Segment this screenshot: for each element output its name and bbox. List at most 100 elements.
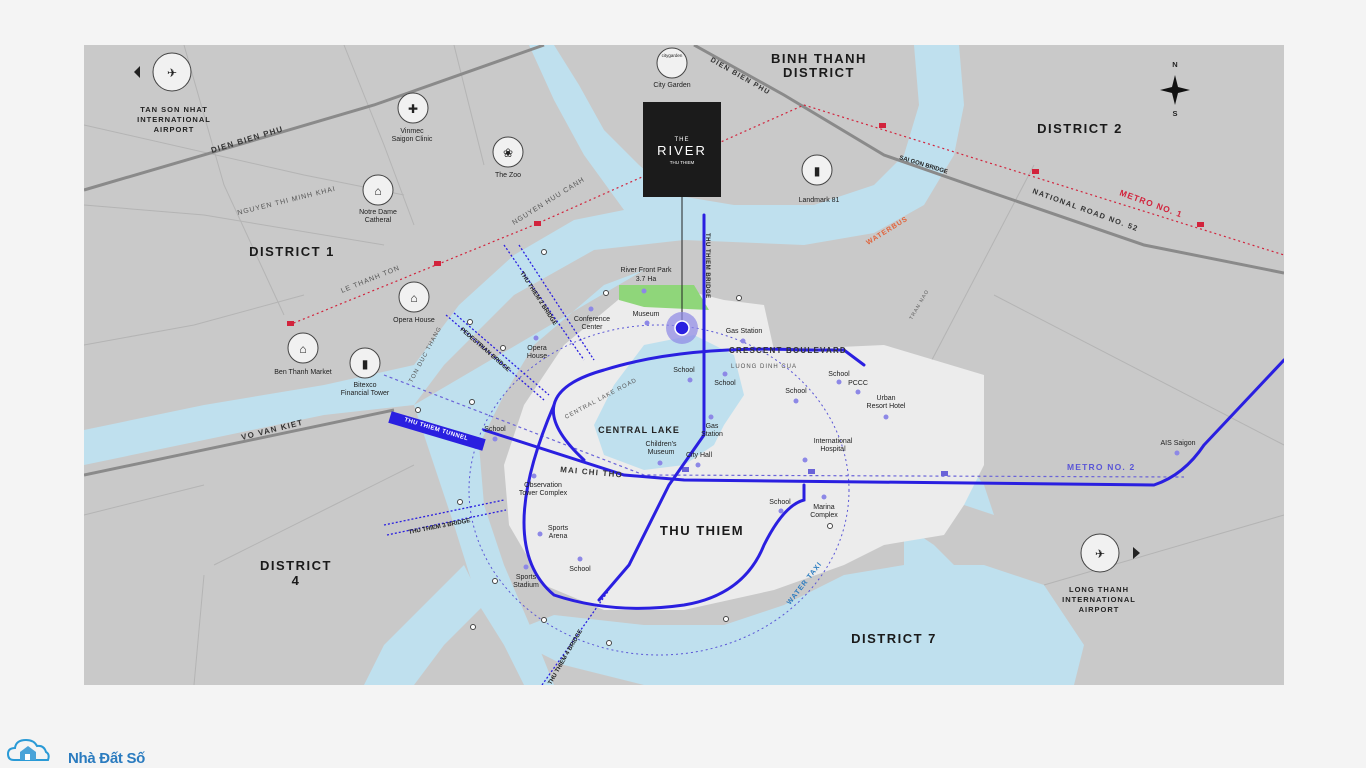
ring-route — [468, 324, 850, 656]
svg-text:⌂: ⌂ — [374, 184, 381, 198]
city-garden-icon — [656, 47, 688, 79]
compass-icon — [1160, 75, 1190, 105]
school-1-label: School — [673, 367, 695, 374]
map-canvas: THE RIVER THU THIEM ✈✚❀ ⌂⌂⌂ ▮▮✈ citygard… — [84, 45, 1284, 685]
museum-label: Museum — [633, 311, 660, 318]
school-3-label: School — [785, 388, 807, 395]
location-map: THE RIVER THU THIEM ✈✚❀ ⌂⌂⌂ ▮▮✈ citygard… — [84, 45, 1284, 685]
nguyen-huu-canh-label: NGUYEN HUU CANH — [511, 176, 586, 226]
metro-1-line — [288, 104, 1284, 326]
metro-2-stations — [682, 467, 948, 476]
gas-station-2-label-1: Gas — [706, 423, 719, 430]
market-icon — [287, 332, 319, 364]
city-hall-label: City Hall — [686, 452, 713, 459]
vinmec-label-2: Saigon Clinic — [392, 136, 433, 143]
intl-hospital-label-2: Hospital — [820, 446, 846, 453]
school-west-label: School — [484, 426, 506, 433]
metro-1-label: METRO NO. 1 — [1118, 187, 1184, 219]
compass: N S — [1160, 60, 1190, 118]
urban-hotel-label-1: Urban — [876, 395, 895, 402]
poi-dots — [492, 288, 1180, 570]
svg-text:✈: ✈ — [1095, 547, 1105, 561]
saigon-river — [84, 45, 1084, 685]
le-thanh-ton-label: LE THANH TON — [340, 265, 401, 295]
river-park-label-2: 3.7 Ha — [636, 276, 657, 283]
project-logo-box — [643, 102, 721, 197]
airplane-icon — [1080, 533, 1120, 573]
opera-icon — [398, 281, 430, 313]
sports-arena-label-1: Sports — [548, 525, 569, 532]
opera-house-d1-label: Opera House — [393, 317, 435, 324]
central-lake-label: CENTRAL LAKE — [598, 425, 680, 435]
brand-logo — [6, 738, 50, 761]
luong-dinh-cua-label: LUONG DINH CUA — [731, 364, 797, 370]
thu-thiem-tunnel — [388, 411, 486, 451]
thu-thiem-peninsula — [504, 290, 984, 610]
hospital-icon — [397, 92, 429, 124]
metro-1-stations — [287, 123, 1204, 326]
marina-label-1: Marina — [813, 504, 835, 511]
sports-stadium-label-2: Stadium — [513, 582, 539, 589]
urban-hotel-label-2: Resort Hotel — [867, 403, 906, 410]
binh-thanh-label-2: DISTRICT — [783, 65, 855, 80]
icon-glyphs: ✈✚❀ ⌂⌂⌂ ▮▮✈ — [167, 66, 1105, 561]
landmark81-label: Landmark 81 — [799, 197, 840, 204]
arrow-right-icon — [1133, 547, 1140, 559]
metro-2-label: METRO NO. 2 — [1067, 462, 1135, 472]
thu-thiem-bridge-label: THU THIEM BRIDGE — [704, 233, 710, 299]
compass-south: S — [1172, 109, 1177, 118]
school-se-label: School — [769, 499, 791, 506]
river-front-park — [619, 285, 709, 310]
svg-text:✈: ✈ — [167, 66, 177, 80]
junction-nodes — [415, 249, 833, 646]
project-line3: THU THIEM — [670, 160, 695, 165]
notre-dame-label-2: Catheral — [365, 217, 392, 224]
lt-line1: LONG THANH — [1069, 585, 1129, 594]
house-icon — [20, 746, 36, 760]
district-labels: BINH THANH DISTRICT DISTRICT 2 DISTRICT … — [249, 51, 1123, 646]
cathedral-icon — [362, 174, 394, 206]
school-2-label: School — [714, 380, 736, 387]
project-line1: THE — [675, 137, 690, 143]
svg-text:⌂: ⌂ — [299, 342, 306, 356]
childrens-museum-label-1: Children's — [646, 441, 677, 448]
city-garden-label: City Garden — [653, 82, 690, 89]
gas-station-1-label: Gas Station — [726, 328, 763, 335]
zoo-label: The Zoo — [495, 172, 521, 179]
school-4-label: School — [828, 371, 850, 378]
svg-text:❀: ❀ — [503, 146, 513, 160]
conference-label-2: Center — [581, 324, 603, 331]
arrow-left-icon — [134, 66, 140, 78]
dien-bien-phu-n-label: DIEN BIEN PHU — [709, 57, 771, 97]
central-lake — [594, 335, 744, 470]
bitexco-label-1: Bitexco — [354, 382, 377, 389]
svg-text:▮: ▮ — [362, 357, 369, 371]
river-park-label-1: River Front Park — [621, 267, 672, 274]
project-dot — [674, 320, 690, 336]
vinmec-label-1: Vinmec — [400, 128, 424, 135]
highways — [84, 45, 1284, 477]
tower-icon — [349, 347, 381, 379]
district-2-label: DISTRICT 2 — [1037, 121, 1123, 136]
sports-stadium-label-1: Sports — [516, 574, 537, 581]
lt-line3: AIRPORT — [1079, 605, 1120, 614]
airplane-icon — [152, 52, 192, 92]
childrens-museum-label-2: Museum — [648, 449, 675, 456]
sports-arena-label-2: Arena — [549, 533, 568, 540]
tran-nao-label: TRAN NAO — [909, 289, 931, 321]
city-garden-logo: citygarden — [662, 53, 683, 58]
landmark-icons — [152, 47, 1120, 573]
svg-text:▮: ▮ — [814, 164, 821, 178]
crescent-boulevard-label: CRESCENT BOULEVARD — [729, 346, 847, 355]
district-7-label: DISTRICT 7 — [851, 631, 937, 646]
district-4-label-1: DISTRICT — [260, 558, 332, 573]
pccc-label: PCCC — [848, 380, 868, 387]
observation-label-1: Observation — [524, 482, 562, 489]
intl-hospital-label-1: International — [814, 438, 853, 445]
thu-thiem-label: THU THIEM — [660, 523, 744, 538]
zoo-icon — [492, 136, 524, 168]
landmark81-icon — [801, 154, 833, 186]
notre-dame-label-1: Notre Dame — [359, 209, 397, 216]
opera-house-label-1: Opera — [527, 345, 547, 352]
svg-text:✚: ✚ — [408, 102, 418, 116]
